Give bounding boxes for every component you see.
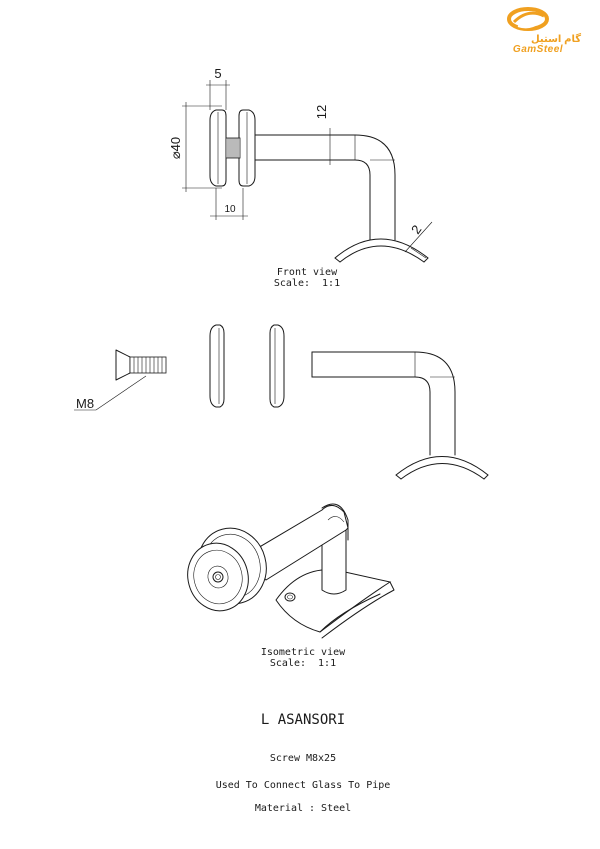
exploded-right-disc [269,324,285,408]
front-saddle [334,238,429,263]
dimension-diameter: ⌀40 [168,102,222,192]
iso-saddle-plate [275,569,395,639]
logo-swirl-icon [507,7,549,31]
screw-label: M8 [76,396,94,411]
front-l-arm [254,134,396,241]
front-view-scale: Scale: 1:1 [274,278,340,289]
front-left-disc [209,109,227,187]
dimension-top-width-value: 5 [214,66,221,81]
dimension-diameter-value: ⌀40 [168,137,183,159]
exploded-l-arm [311,351,456,456]
iso-horizontal-arm [245,503,349,581]
exploded-left-disc [209,324,225,408]
front-view-drawing: 5 ⌀40 12 10 2 [168,66,433,263]
isometric-view-caption: Isometric view [261,647,346,658]
part-title: L ASANSORI [261,712,345,728]
dimension-top-width: 5 [206,66,230,110]
usage-description: Used To Connect Glass To Pipe [216,780,391,791]
iso-front-disc [187,542,249,612]
isometric-view-scale: Scale: 1:1 [270,658,336,669]
dimension-pipe-offset-value: 12 [314,105,329,119]
isometric-view-drawing [187,503,395,639]
screw-leader: M8 [74,375,147,411]
dimension-pipe-offset: 12 [314,105,336,165]
dimension-bottom-width-value: 10 [224,204,236,215]
material-spec: Material : Steel [255,803,351,814]
dimension-saddle-thickness-value: 2 [408,222,424,237]
front-threaded-screw [225,137,241,159]
logo-wordmark-fa: گام استیل [531,32,581,45]
front-right-disc [238,109,256,187]
exploded-view-drawing: M8 [74,324,489,480]
front-view-caption: Front view [277,267,338,278]
exploded-screw [115,349,167,381]
title-block: L ASANSORI Screw M8x25 Used To Connect G… [216,712,391,814]
dimension-bottom-width: 10 [210,188,248,220]
logo-wordmark-en: GamSteel [513,44,563,55]
screw-spec: Screw M8x25 [270,753,336,764]
exploded-saddle [395,456,489,480]
company-logo: گام استیل GamSteel [507,7,581,55]
